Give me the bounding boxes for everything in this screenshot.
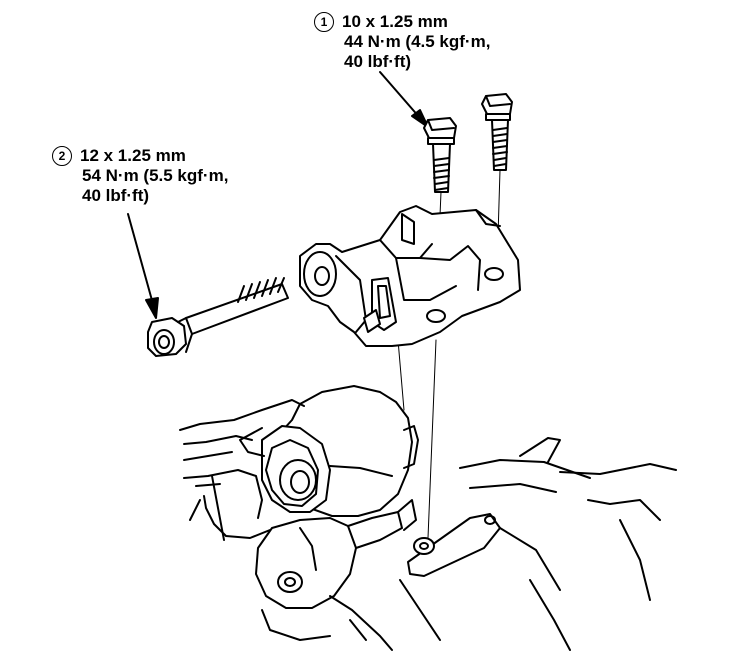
leader-arrow-2 [127, 213, 159, 319]
torque-nm-1: 44 N·m (4.5 kgf·m, [344, 32, 491, 51]
upper-bracket [299, 205, 521, 347]
callout-number-2: 2 [52, 146, 72, 166]
leader-arrow-1 [379, 71, 429, 128]
bolt-size-1: 10 x 1.25 mm [342, 12, 448, 31]
lower-frame [179, 399, 677, 651]
mount-rubber-body [239, 385, 419, 517]
bolt-size-2: 12 x 1.25 mm [80, 146, 186, 165]
callout-number-1: 1 [314, 12, 334, 32]
callout-bolt-2: 2 12 x 1.25 mm 54 N·m (5.5 kgf·m, 40 lbf·… [52, 146, 228, 206]
torque-lbf-1: 40 lbf·ft) [344, 52, 412, 71]
bolt-12mm [147, 277, 289, 357]
bolt-10mm-right [481, 93, 513, 171]
callout-bolt-1: 1 10 x 1.25 mm 44 N·m (4.5 kgf·m, 40 lbf·… [314, 12, 490, 72]
torque-lbf-2: 40 lbf·ft) [82, 186, 150, 205]
torque-nm-2: 54 N·m (5.5 kgf·m, [82, 166, 229, 185]
bolt-10mm-left [423, 117, 457, 193]
